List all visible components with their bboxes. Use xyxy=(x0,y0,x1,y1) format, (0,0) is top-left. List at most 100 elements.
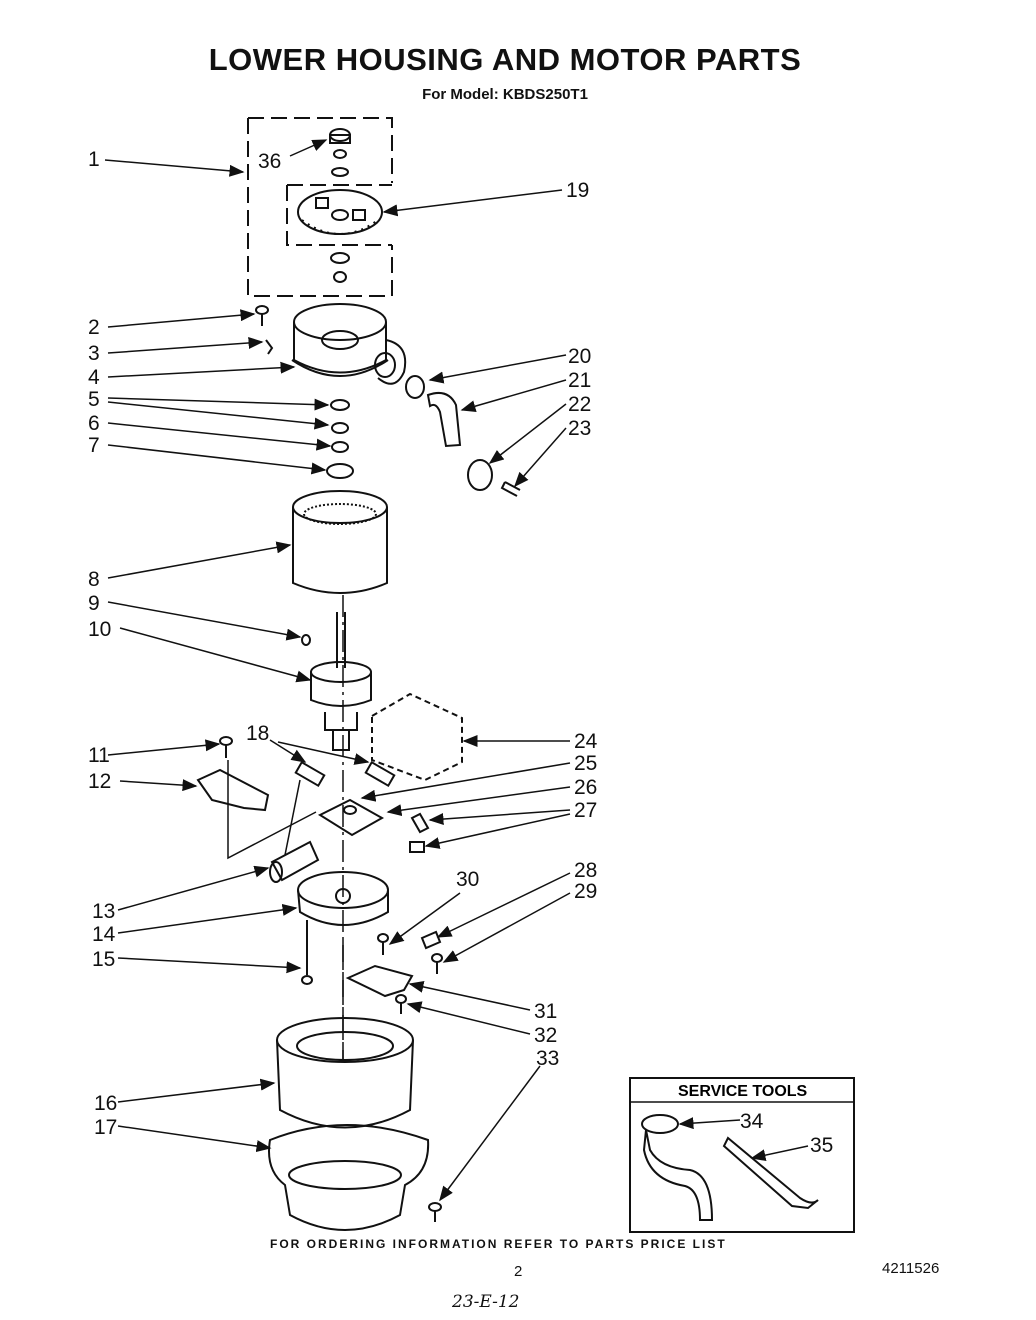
callout-6: 6 xyxy=(88,412,100,435)
part-10-rotor xyxy=(310,612,372,751)
callout-35: 35 xyxy=(810,1134,833,1157)
callout-27: 27 xyxy=(574,799,597,822)
callout-31: 31 xyxy=(534,1000,557,1023)
leader-5a xyxy=(107,397,330,411)
callout-1: 1 xyxy=(88,148,100,171)
leader-35 xyxy=(750,1145,809,1162)
callout-10: 10 xyxy=(88,618,111,641)
part-18-spring-right xyxy=(364,760,396,788)
part-24-terminal-block xyxy=(371,692,463,782)
part-34-tool xyxy=(641,1114,714,1221)
leader-25 xyxy=(360,762,571,802)
part-18-spring-left xyxy=(294,760,326,788)
part-29-screw xyxy=(431,953,443,974)
callout-15: 15 xyxy=(92,948,115,971)
leader-31 xyxy=(408,980,531,1011)
leader-9 xyxy=(107,601,302,641)
leader-34 xyxy=(678,1117,741,1130)
part-25-switch-plate xyxy=(317,798,385,837)
part-22-flange xyxy=(467,459,493,491)
leader-8 xyxy=(107,541,292,579)
page-number: 2 xyxy=(514,1263,523,1280)
part-27-clip-lower xyxy=(409,841,425,853)
callout-12: 12 xyxy=(88,770,111,793)
leader-19 xyxy=(382,189,563,217)
callout-4: 4 xyxy=(88,366,100,389)
part-17-bottom-shell xyxy=(268,1124,430,1231)
leader-18a xyxy=(269,739,307,763)
leader-6 xyxy=(107,422,332,451)
part-6-bearing xyxy=(331,441,349,453)
callout-28: 28 xyxy=(574,859,597,882)
document-number: 4211526 xyxy=(882,1260,940,1277)
leader-13 xyxy=(117,865,270,911)
part-11-screw xyxy=(219,736,233,758)
part-28-fitting xyxy=(420,930,442,950)
part-32-screw xyxy=(395,994,407,1014)
part-30-screw xyxy=(377,933,389,955)
callout-19: 19 xyxy=(566,179,589,202)
leader-36 xyxy=(289,139,328,157)
callout-23: 23 xyxy=(568,417,591,440)
callout-34: 34 xyxy=(740,1110,764,1133)
callout-17: 17 xyxy=(94,1116,117,1139)
part-16-lower-shell xyxy=(276,1017,414,1129)
leader-29 xyxy=(442,892,571,963)
leader-18b xyxy=(277,741,370,765)
part-27-clip-upper xyxy=(410,812,430,834)
model-subtitle: For Model: KBDS250T1 xyxy=(422,86,588,103)
leader-30 xyxy=(388,892,461,945)
part-8-stator xyxy=(292,490,388,594)
leader-16 xyxy=(117,1078,276,1103)
callout-30: 30 xyxy=(456,868,479,891)
leader-5b xyxy=(107,401,330,430)
callout-29: 29 xyxy=(574,880,597,903)
leader-33 xyxy=(439,1065,541,1202)
leader-32 xyxy=(406,1001,531,1035)
leader-23 xyxy=(514,427,567,488)
leader-17 xyxy=(117,1125,272,1153)
callout-5: 5 xyxy=(88,388,100,411)
leader-28 xyxy=(436,872,571,938)
leader-1 xyxy=(104,159,245,177)
callout-26: 26 xyxy=(574,776,597,799)
part-9-nut xyxy=(301,634,311,646)
service-tools-title: SERVICE TOOLS xyxy=(678,1083,808,1100)
part-6-washer xyxy=(331,422,349,434)
part-2-screw xyxy=(255,305,269,326)
washer-upper xyxy=(330,252,350,264)
callout-33: 33 xyxy=(536,1047,559,1070)
part-23-bolt xyxy=(500,481,521,497)
assembly-box-outline xyxy=(247,117,393,297)
handwritten-note: 23-E-12 xyxy=(452,1292,520,1312)
callout-32: 32 xyxy=(534,1024,557,1047)
callout-20: 20 xyxy=(568,345,591,368)
leader-21 xyxy=(460,379,567,413)
leader-2 xyxy=(107,309,256,328)
leader-12 xyxy=(119,779,198,792)
leader-4 xyxy=(107,361,296,378)
callout-14: 14 xyxy=(92,923,116,946)
leader-3 xyxy=(107,336,264,354)
callout-2: 2 xyxy=(88,316,100,339)
callout-8: 8 xyxy=(88,568,100,591)
part-19-turntable xyxy=(297,189,383,235)
part-35-hex-key xyxy=(722,1136,819,1210)
callout-18: 18 xyxy=(246,722,269,745)
part-12-bracket xyxy=(196,768,270,812)
part-3-clip xyxy=(265,339,274,355)
callout-22: 22 xyxy=(568,393,591,416)
part-5-washer xyxy=(330,399,350,411)
callout-25: 25 xyxy=(574,752,597,775)
callout-24: 24 xyxy=(574,730,598,753)
part-36-nut xyxy=(329,128,351,177)
callout-21: 21 xyxy=(568,369,591,392)
leader-7 xyxy=(107,444,327,475)
callout-13: 13 xyxy=(92,900,115,923)
part-20-gasket xyxy=(405,375,425,399)
ordering-footer: FOR ORDERING INFORMATION REFER TO PARTS … xyxy=(270,1237,727,1251)
part-31-plate xyxy=(345,964,414,998)
leader-20 xyxy=(428,354,567,384)
washer-lower xyxy=(333,271,347,283)
